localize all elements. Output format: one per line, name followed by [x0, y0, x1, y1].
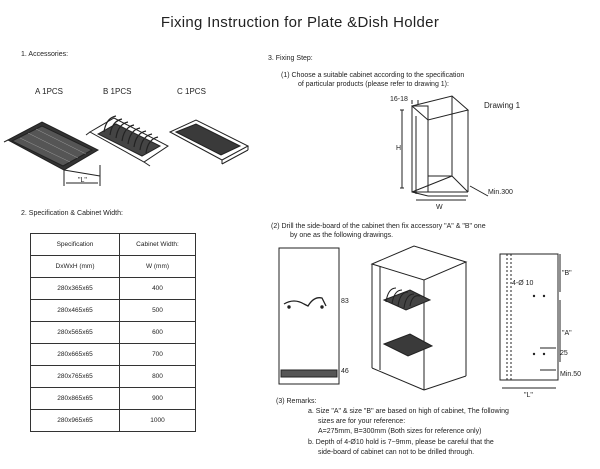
size-b-label: "B"	[562, 270, 572, 277]
drawing1-title: Drawing 1	[484, 101, 521, 110]
table-row: 280x665x65 700	[30, 343, 196, 366]
table-row: 280x565x65 600	[30, 321, 196, 344]
table-subheader-row: DxWxH (mm) W (mm)	[30, 255, 196, 278]
table-row: 280x865x65 900	[30, 387, 196, 410]
remark-b-line1: b. Depth of 4-Ø10 hold is 7~9mm, please …	[308, 439, 494, 446]
min50-label: Min.50	[560, 371, 582, 378]
dim-25-label: 25	[560, 350, 568, 357]
accessory-a-label: A 1PCS	[35, 87, 64, 96]
table-row: 280x765x65 800	[30, 365, 196, 388]
remark-b-line2: side-board of cabinet can not to be dril…	[318, 449, 475, 456]
specification-table: Specification Cabinet Width: DxWxH (mm) …	[30, 233, 196, 432]
size-a-label: "A"	[562, 330, 572, 337]
accessory-dim-label: "L"	[78, 177, 87, 184]
accessory-c-label: C 1PCS	[177, 87, 206, 96]
drawing1-h-label: H	[396, 145, 402, 152]
step1-text-line2: of particular products (please refer to …	[298, 81, 449, 88]
remark-a-line3: A=275mm, B=300mm (Both sizes for referen…	[318, 428, 482, 435]
table-row: 280x465x65 500	[30, 299, 196, 322]
accessory-b-label: B 1PCS	[103, 87, 132, 96]
remark-a-line2: sizes are for your reference:	[318, 418, 406, 425]
step1-text-line1: (1) Choose a suitable cabinet according …	[281, 72, 465, 79]
accessories-heading: 1. Accessories:	[21, 51, 69, 58]
remarks-heading: (3) Remarks:	[276, 398, 317, 405]
drawing1-min-label: Min.300	[488, 189, 513, 196]
table-cell: 1000	[119, 409, 196, 432]
drawing1-w-label: W	[436, 204, 443, 211]
left-dim-83: 83	[341, 298, 349, 305]
dim-l-label: "L"	[524, 392, 533, 399]
table-row: 280x965x65 1000	[30, 409, 196, 432]
table-cell: 280x965x65	[30, 409, 120, 432]
left-dim-46: 46	[341, 368, 349, 375]
page-title: Fixing Instruction for Plate &Dish Holde…	[160, 14, 440, 31]
drawing1-top-label: 16-18	[390, 96, 408, 103]
hole-spec-label: 4-Ø 10	[512, 280, 534, 287]
fixing-heading: 3. Fixing Step:	[268, 55, 313, 62]
step2-text-line2: by one as the following drawings.	[290, 232, 394, 239]
remark-a-line1: a. Size "A" & size "B" are based on high…	[308, 408, 509, 415]
specification-heading: 2. Specification & Cabinet Width:	[21, 210, 123, 217]
step2-text-line1: (2) Drill the side-board of the cabinet …	[271, 223, 486, 230]
